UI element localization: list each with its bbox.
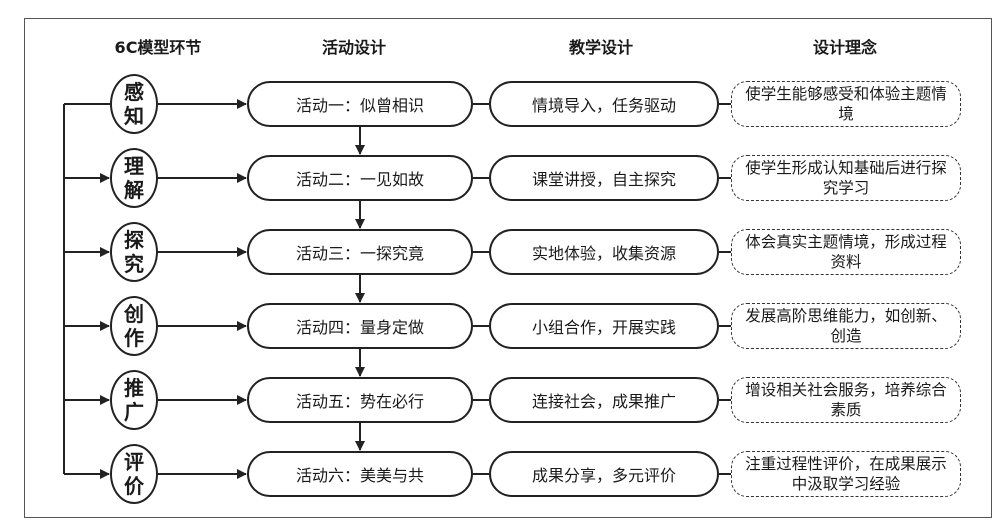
stage-char-top: 探 <box>124 228 144 252</box>
stage-char-bottom: 解 <box>124 178 144 202</box>
stage-circle: 感知 <box>110 74 158 134</box>
activity-box: 活动一：似曾相识 <box>247 81 473 127</box>
teaching-box: 小组合作，开展实践 <box>489 303 719 349</box>
header-activity-design: 活动设计 <box>321 38 387 57</box>
stage-char-top: 理 <box>124 154 144 178</box>
stage-char-top: 感 <box>124 80 144 104</box>
teaching-box: 连接社会，成果推广 <box>489 377 719 423</box>
activity-box: 活动五：势在必行 <box>247 377 473 423</box>
activity-box: 活动六：美美与共 <box>247 451 473 497</box>
activity-box: 活动四：量身定做 <box>247 303 473 349</box>
activity-box: 活动三：一探究竟 <box>247 229 473 275</box>
concept-box: 增设相关社会服务，培养综合素质 <box>731 377 961 423</box>
header-6c-stage: 6C模型环节 <box>114 38 202 57</box>
activity-box: 活动二：一见如故 <box>247 155 473 201</box>
header-design-concept: 设计理念 <box>812 38 878 57</box>
stage-char-top: 评 <box>124 450 144 474</box>
stage-circle: 探究 <box>110 222 158 282</box>
stage-circle: 推广 <box>110 370 158 430</box>
stage-char-bottom: 广 <box>124 400 144 424</box>
concept-box: 使学生形成认知基础后进行探究学习 <box>731 155 961 201</box>
stage-char-top: 创 <box>124 302 144 326</box>
diagram-frame <box>24 18 992 518</box>
stage-char-bottom: 知 <box>124 104 144 128</box>
stage-char-bottom: 作 <box>124 326 144 350</box>
stage-char-bottom: 究 <box>124 252 144 276</box>
stage-circle: 理解 <box>110 148 158 208</box>
teaching-box: 实地体验，收集资源 <box>489 229 719 275</box>
teaching-box: 课堂讲授，自主探究 <box>489 155 719 201</box>
concept-box: 使学生能够感受和体验主题情境 <box>731 81 961 127</box>
concept-box: 注重过程性评价，在成果展示中汲取学习经验 <box>731 451 961 497</box>
concept-box: 发展高阶思维能力，如创新、创造 <box>731 303 961 349</box>
stage-char-top: 推 <box>124 376 144 400</box>
stage-char-bottom: 价 <box>124 474 144 498</box>
stage-circle: 创作 <box>110 296 158 356</box>
concept-box: 体会真实主题情境，形成过程资料 <box>731 229 961 275</box>
header-teaching-design: 教学设计 <box>568 38 634 57</box>
teaching-box: 成果分享，多元评价 <box>489 451 719 497</box>
stage-circle: 评价 <box>110 444 158 504</box>
teaching-box: 情境导入，任务驱动 <box>489 81 719 127</box>
